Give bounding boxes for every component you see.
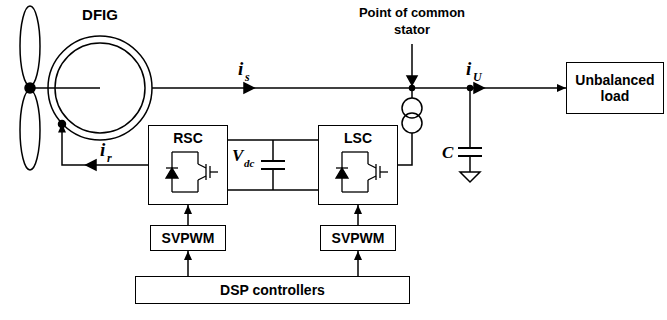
capacitor-plate: [261, 160, 285, 162]
voltage-symbol: V: [232, 146, 243, 166]
node-label: LSC: [344, 130, 372, 146]
node-label: RSC: [173, 130, 203, 146]
blade: [20, 6, 40, 86]
node-label: Unbalanced load: [567, 72, 663, 104]
capacitor-label: C: [442, 143, 453, 163]
node-label: SVPWM: [332, 230, 385, 246]
pointer-head: [407, 76, 417, 85]
connector: [357, 205, 359, 225]
voltage-subscript: dc: [244, 157, 254, 169]
current-subscript: U: [473, 70, 482, 85]
connector: [357, 251, 359, 276]
node-label: DFIG: [48, 6, 152, 23]
point-label: Point of common stator: [345, 4, 479, 38]
connector: [62, 124, 148, 166]
pwm-box: SVPWM: [320, 225, 396, 251]
current-symbol: i: [466, 58, 471, 80]
wire: [469, 156, 471, 172]
wire: [272, 140, 274, 161]
load-box: Unbalanced load: [566, 62, 664, 114]
connector: [228, 139, 318, 141]
stator-ring: [48, 36, 152, 140]
current-subscript: s: [245, 70, 250, 85]
wire: [398, 133, 412, 165]
converter-box: LSC: [318, 125, 398, 205]
node-label: DSP controllers: [220, 282, 325, 298]
generator-circle: DFIG: [48, 36, 152, 140]
wire: [272, 169, 274, 190]
hub: [25, 83, 35, 93]
shaft: [48, 87, 100, 89]
controller-box: DSP controllers: [135, 276, 410, 304]
connector: [152, 87, 566, 89]
current-symbol: i: [100, 139, 105, 161]
connector: [187, 251, 189, 276]
wire: [411, 88, 413, 98]
converter-box: RSC: [148, 125, 228, 205]
transformer-winding: [402, 113, 422, 133]
capacitor-plate: [458, 147, 482, 149]
ground-symbol: [460, 172, 480, 182]
wire: [469, 88, 471, 148]
pwm-box: SVPWM: [150, 225, 226, 251]
node-label: SVPWM: [162, 230, 215, 246]
connector: [187, 205, 189, 225]
blade: [20, 90, 40, 170]
pointer-line: [411, 44, 413, 78]
current-subscript: r: [107, 151, 112, 166]
current-symbol: i: [238, 58, 243, 80]
